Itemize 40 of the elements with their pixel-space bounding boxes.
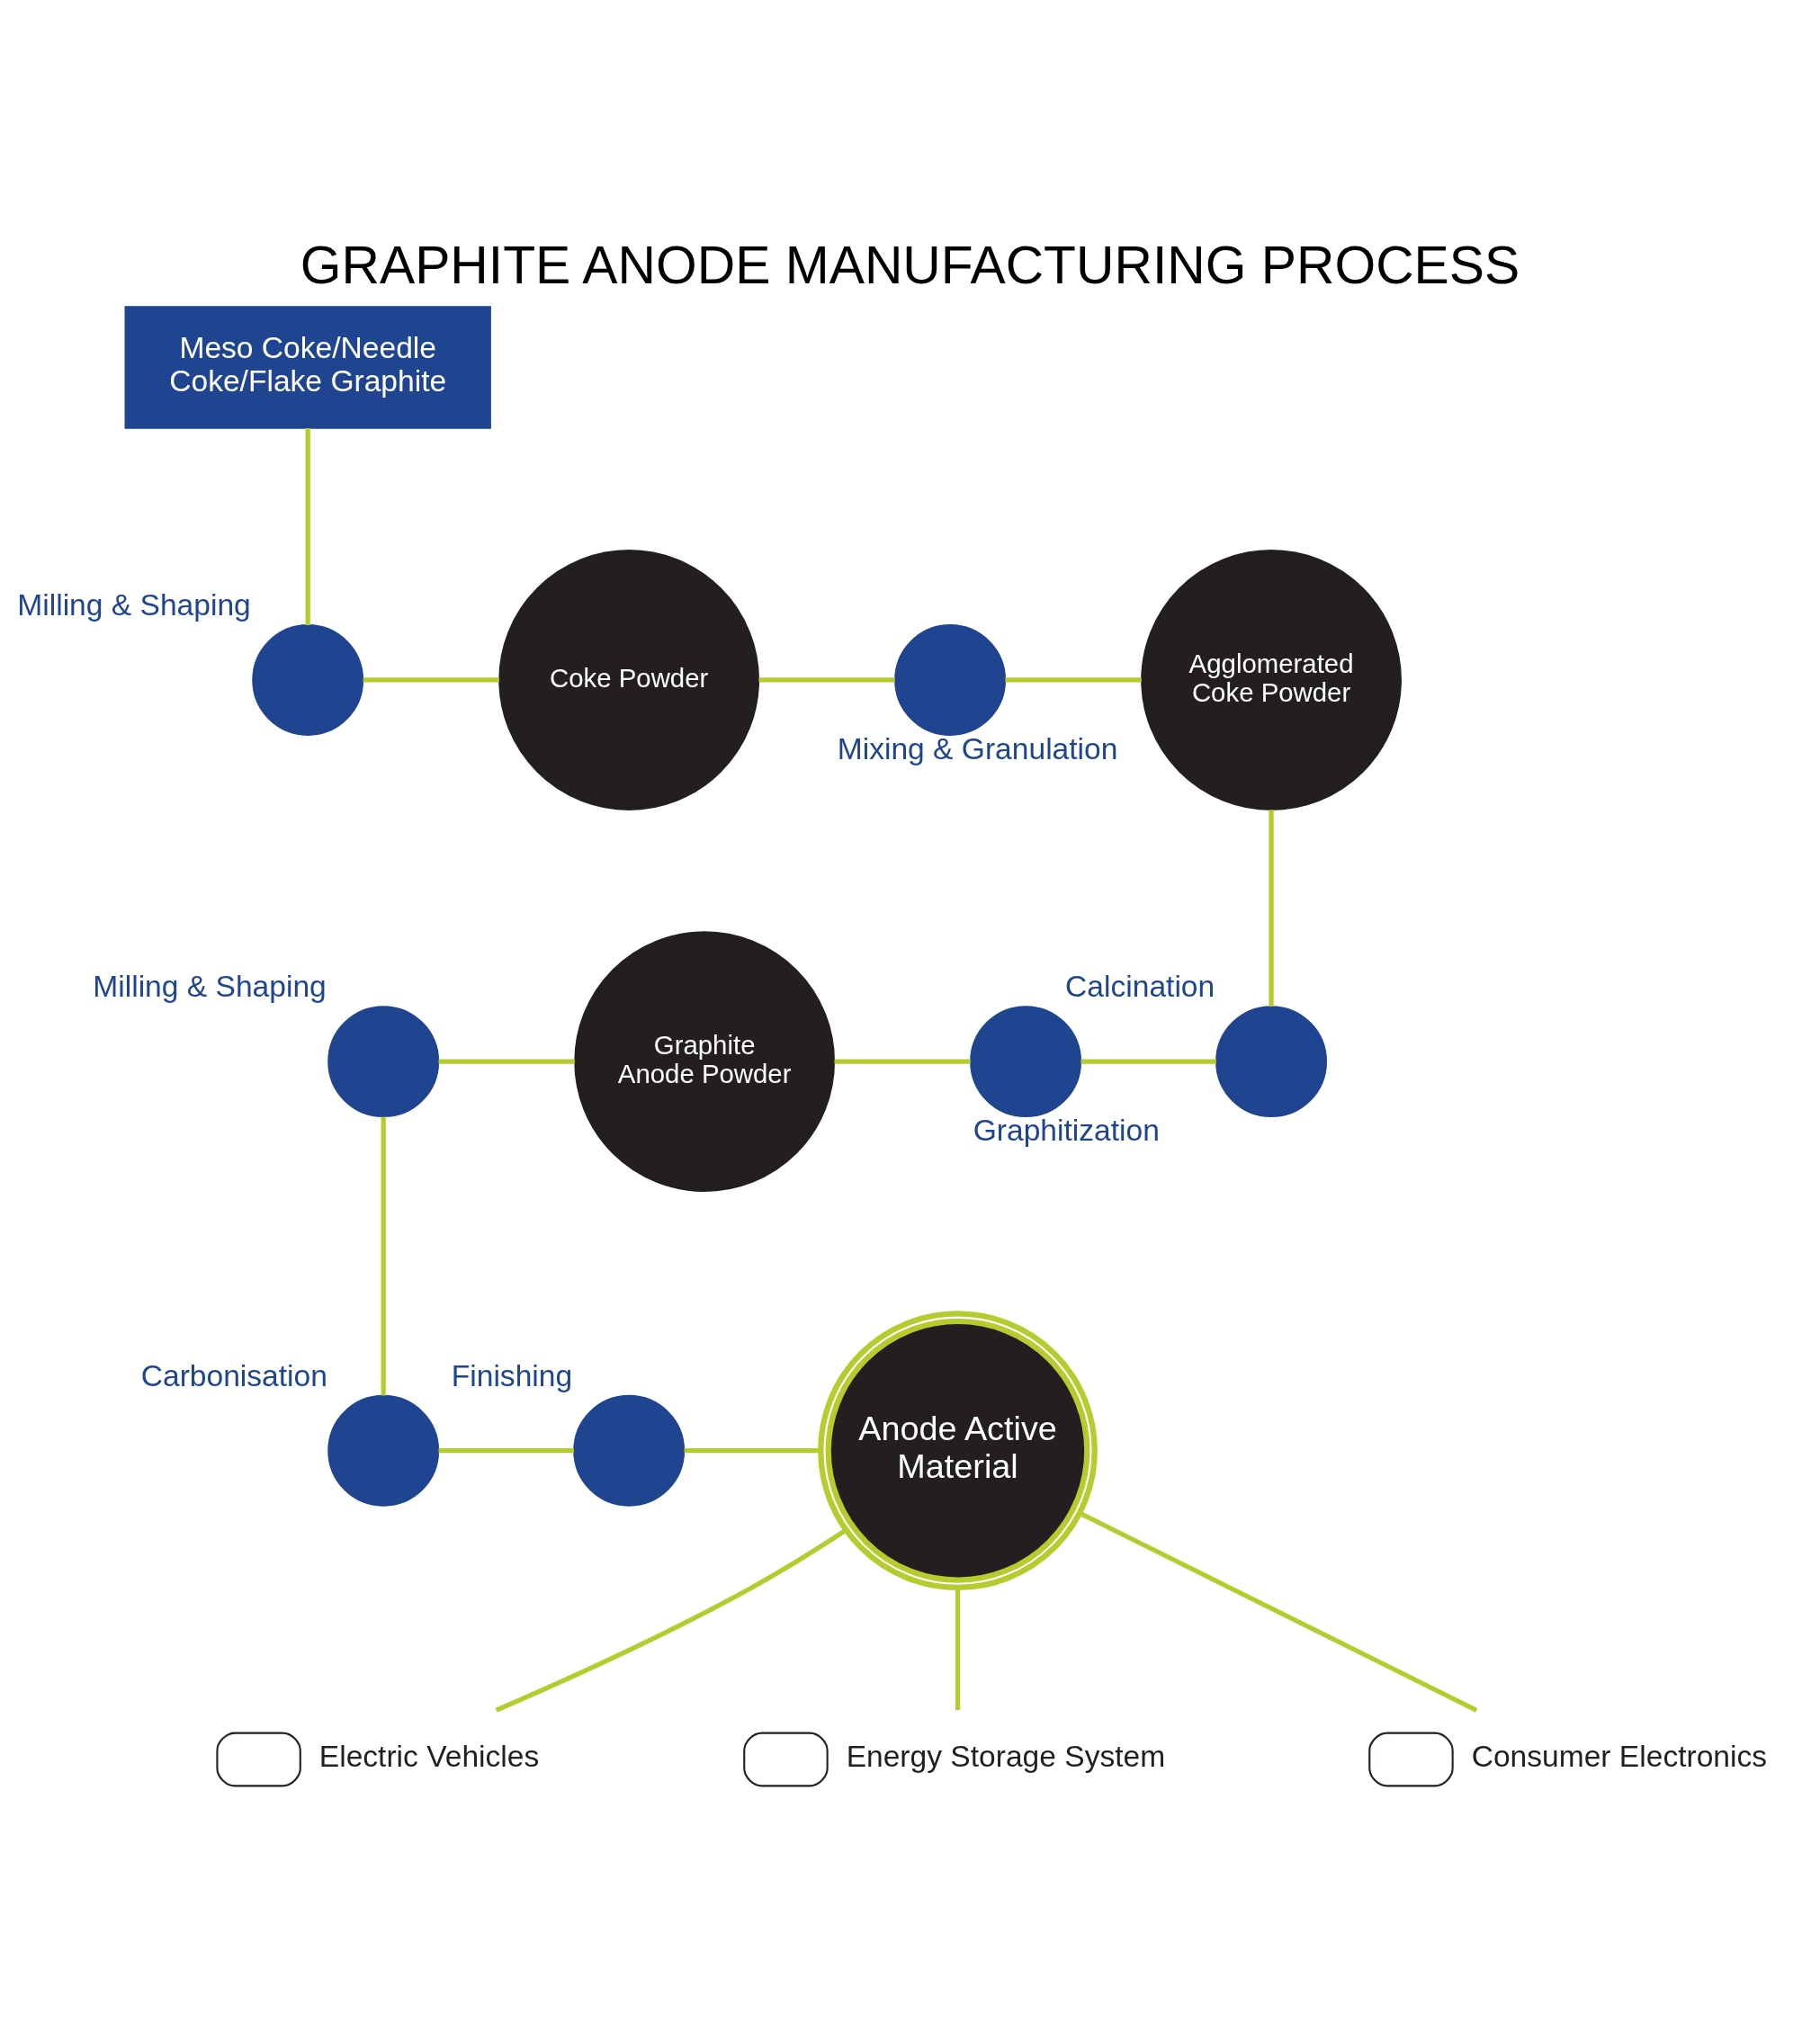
connector — [955, 1588, 961, 1710]
node-circle — [327, 1005, 440, 1117]
node-label: Mixing & Granulation — [837, 731, 1118, 765]
node-phone — [1368, 1732, 1454, 1786]
connector — [363, 676, 499, 683]
node-circle — [970, 1005, 1082, 1117]
node-circle: Graphite Anode Powder — [574, 930, 836, 1192]
node-circle: Anode Active Material — [818, 1310, 1098, 1590]
node-circle: Agglomerated Coke Powder — [1141, 549, 1402, 810]
node-label: Finishing — [451, 1358, 573, 1392]
node-label: Milling & Shaping — [17, 587, 251, 622]
node-circle — [327, 1394, 440, 1507]
connector — [438, 1059, 575, 1064]
connector — [758, 676, 895, 683]
node-circle — [894, 623, 1007, 736]
node-solar-panel — [743, 1732, 829, 1786]
node-label: Graphitization — [973, 1113, 1160, 1147]
connector — [305, 427, 310, 625]
connector — [684, 1447, 820, 1453]
node-circle — [573, 1394, 686, 1507]
node-car — [216, 1732, 301, 1786]
node-label: Electric Vehicles — [318, 1739, 540, 1773]
node-box: Meso Coke/Needle Coke/Flake Graphite — [124, 305, 491, 429]
connector — [495, 1527, 847, 1713]
node-circle — [252, 623, 364, 736]
node-circle: Coke Powder — [498, 549, 760, 810]
connector — [1269, 809, 1274, 1007]
node-label: Consumer Electronics — [1471, 1739, 1768, 1773]
node-label: Energy Storage System — [846, 1739, 1166, 1773]
node-label: Milling & Shaping — [93, 969, 327, 1003]
connector — [1005, 676, 1142, 683]
node-label: Carbonisation — [140, 1358, 327, 1392]
connector — [438, 1447, 574, 1453]
node-circle — [1215, 1005, 1327, 1117]
connector — [1080, 1059, 1216, 1064]
diagram-title: GRAPHITE ANODE MANUFACTURING PROCESS — [300, 235, 1520, 294]
node-label: Calcination — [1065, 969, 1215, 1003]
connector — [381, 1116, 386, 1396]
connector — [834, 1059, 971, 1064]
connector — [1079, 1510, 1478, 1713]
